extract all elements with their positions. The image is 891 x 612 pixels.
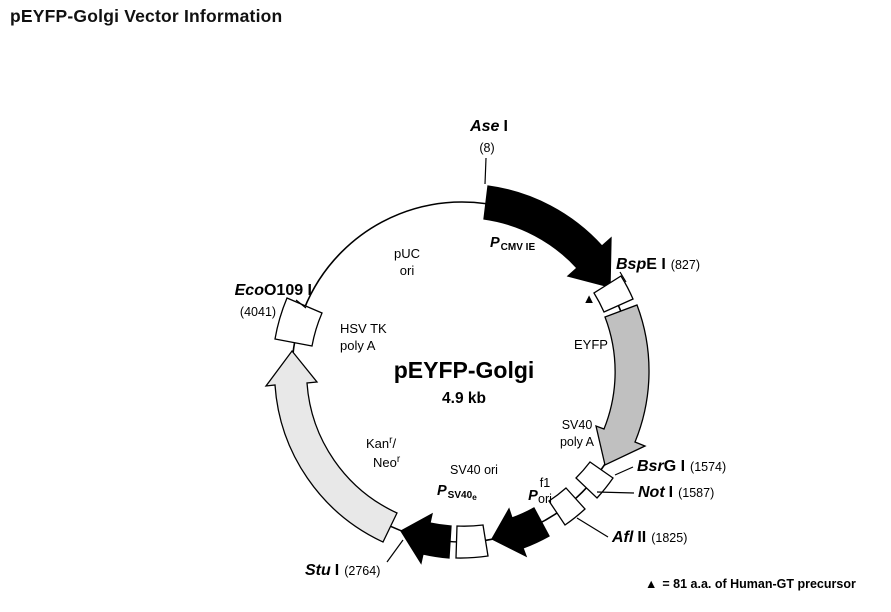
psv40e-promoter-arrow [400,512,452,565]
bspe-site-box [593,275,634,313]
kan-neo-label-line1: Kanr/ [366,435,396,451]
afl-leader-line [576,517,609,538]
eco-site-position: (4041) [240,305,276,319]
p-promoter-label: P [528,488,538,504]
hsv-tk-polya-label-line1: HSV TK [340,321,387,336]
eyfp-gene-label: EYFP [574,337,608,352]
bsrg-leader-line [614,466,634,476]
pcmv-promoter-arrow [483,185,612,288]
bspe-site-label: BspE I(827) [616,256,700,273]
bsrg-not-site-box [575,461,614,499]
eco-leader-line [295,299,307,309]
sv40-ori-label: SV40 ori [450,463,498,477]
plasmid-name: pEYFP-Golgi [394,357,535,383]
bspe-leader-line [619,271,627,283]
page-title: pEYFP-Golgi Vector Information [10,6,283,26]
sv40-polya-label-line1: SV40 [562,418,593,432]
noti-leader-line [596,491,635,494]
f1-ori-label-line1: f1 [540,476,550,490]
bsrg-site-label: BsrG I(1574) [637,458,726,475]
hsv-tk-polya-box [274,297,323,347]
legend-note: ▲= 81 a.a. of Human-GT precursor [645,577,856,591]
eco-site-label: EcoO109 I [235,282,312,299]
gt-precursor-marker: ▲ [583,291,596,306]
eyfp-gene-arrow [595,304,650,466]
psv40e-promoter-label: PSV40e [437,483,477,502]
kan-neo-gene-arrow [264,349,398,543]
f1-ori-label-line2: ori [538,492,552,506]
plasmid-size: 4.9 kb [442,390,486,407]
kan-neo-label-line2: Neor [373,454,401,470]
p-f1-promoter-arrow [491,507,550,558]
hsv-tk-polya-label-line2: poly A [340,338,376,353]
stu-leader-line [386,539,404,563]
ase-site-position: (8) [479,141,494,155]
puc-ori-label-line1: pUC [394,246,420,261]
afl-site-box [548,487,586,526]
pcmv-promoter-label: PCMV IE [490,235,535,253]
sv40-polya-label-line2: poly A [560,435,595,449]
ase-leader-line [484,157,487,185]
sv40-ori-box [455,524,489,559]
puc-ori-label-line2: ori [400,263,415,278]
